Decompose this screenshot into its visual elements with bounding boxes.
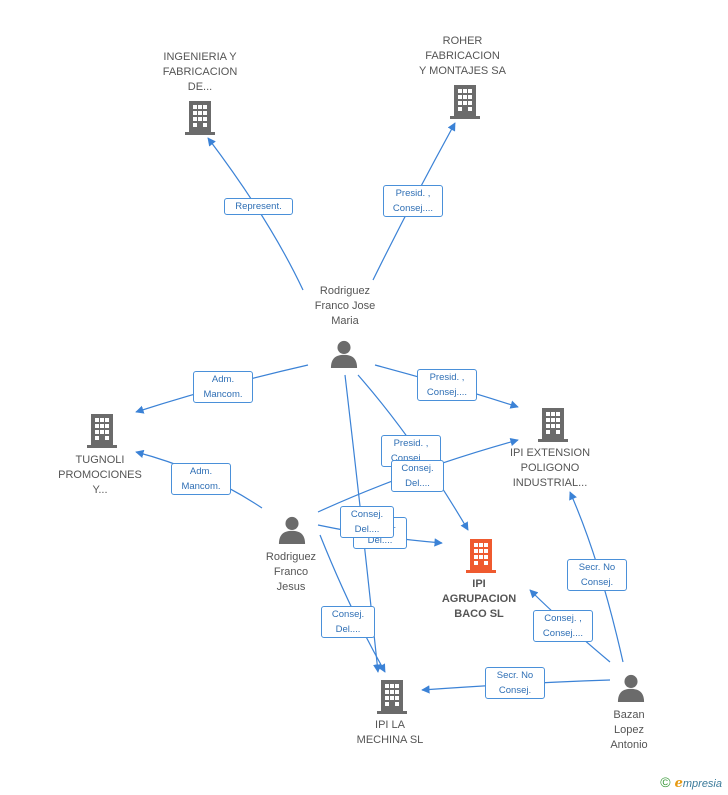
- edge-label-line: Consej.: [350, 509, 384, 520]
- edge-label-line: Consej.: [498, 685, 532, 696]
- edge-label-line: Consej....: [390, 453, 432, 464]
- label-line: Franco: [273, 566, 309, 578]
- company-building-icon[interactable]: [87, 414, 117, 448]
- edge-label-secr-no-consej[interactable]: Secr. No Consej.: [485, 667, 545, 699]
- edge-label-consej-consej[interactable]: Consej. , Consej....: [533, 610, 593, 642]
- label-line: Lopez: [614, 724, 644, 736]
- edge-label-line: Del....: [354, 524, 380, 535]
- label-line: Antonio: [610, 739, 648, 751]
- company-building-icon[interactable]: [538, 408, 568, 442]
- edge-label-consej-del[interactable]: Consej. Del....: [391, 460, 444, 492]
- edge-label-line: Consej.: [401, 463, 434, 474]
- company-building-icon[interactable]: [377, 680, 407, 714]
- label-line: FABRICACION: [425, 50, 500, 62]
- edge-label-consej-del[interactable]: Consej. Del....: [340, 506, 394, 538]
- edge-label-consej-del[interactable]: Consej. Del....: [321, 606, 375, 638]
- node-label-ipi-mechina[interactable]: IPI LA MECHINA SL: [335, 718, 445, 748]
- node-label-roher[interactable]: ROHER FABRICACION Y MONTAJES SA: [405, 34, 520, 79]
- edge-label-line: Del....: [367, 535, 393, 546]
- label-line: Y...: [92, 484, 108, 496]
- edge-label-line: Consej. ,: [544, 613, 582, 624]
- node-label-ipi-extension[interactable]: IPI EXTENSION POLIGONO INDUSTRIAL...: [495, 446, 605, 491]
- brand-initial: e: [674, 776, 683, 791]
- node-label-rodriguez-jose[interactable]: Rodriguez Franco Jose Maria: [290, 284, 400, 329]
- edge-label-line: Presid. ,: [395, 188, 431, 199]
- edge-label-line: Presid. ,: [429, 372, 465, 383]
- edge-label-line: Adm.: [211, 374, 235, 385]
- edge-label-line: Consej....: [542, 628, 584, 639]
- edge-label-line: Del....: [335, 624, 361, 635]
- label-line: Franco Jose: [314, 300, 376, 312]
- label-line: FABRICACION: [162, 66, 238, 78]
- label-line: AGRUPACION: [441, 593, 517, 605]
- brand-name: mpresia: [682, 778, 722, 790]
- node-label-rodriguez-jesus[interactable]: Rodriguez Franco Jesus: [236, 550, 346, 595]
- label-line: POLIGONO: [520, 462, 580, 474]
- company-building-icon[interactable]: [450, 85, 480, 119]
- node-label-tugnoli[interactable]: TUGNOLI PROMOCIONES Y...: [45, 453, 155, 498]
- edge-label-line: Adm.: [189, 466, 213, 477]
- label-line: ROHER: [442, 35, 483, 47]
- edge-label-line: Del....: [405, 478, 430, 489]
- company-building-highlight-icon[interactable]: [466, 539, 496, 573]
- edge-label-adm-mancom[interactable]: Adm. Mancom.: [171, 463, 231, 495]
- label-line: MECHINA SL: [356, 734, 424, 746]
- edge-label-line: Consej....: [426, 387, 468, 398]
- edge-label-line: Consej.: [580, 577, 614, 588]
- edge-line: [207, 137, 304, 291]
- edge-label-line: Consej.: [331, 609, 365, 620]
- label-line: INGENIERIA Y: [163, 51, 237, 63]
- edge-label-line: Mancom.: [203, 389, 243, 400]
- edge-label-presid-consej[interactable]: Presid. , Consej....: [383, 185, 443, 217]
- label-line: Rodriguez: [265, 551, 317, 563]
- edge-label-adm-mancom[interactable]: Adm. Mancom.: [193, 371, 253, 403]
- label-line: Jesus: [276, 581, 306, 593]
- edge-label-line: Secr. No: [496, 670, 534, 681]
- label-line: IPI LA: [375, 719, 405, 731]
- person-icon[interactable]: [330, 340, 358, 368]
- company-building-icon[interactable]: [185, 101, 215, 135]
- person-icon[interactable]: [278, 516, 306, 544]
- edge-label-secr-no-consej[interactable]: Secr. No Consej.: [567, 559, 627, 591]
- label-line: BACO SL: [454, 608, 504, 620]
- node-label-ipi-agrupacion[interactable]: IPI AGRUPACION BACO SL: [424, 577, 534, 622]
- edge-label-line: Secr. No: [578, 562, 616, 573]
- label-line: PROMOCIONES: [58, 469, 142, 481]
- edge-label-line: Mancom.: [181, 481, 221, 492]
- label-line: Bazan: [613, 709, 645, 721]
- edge-label-line: Represent.: [235, 201, 282, 212]
- label-line: Y MONTAJES SA: [418, 65, 506, 77]
- label-line: IPI EXTENSION: [509, 447, 591, 459]
- brand-logo: ©empresia: [660, 774, 722, 791]
- node-label-ingenieria[interactable]: INGENIERIA Y FABRICACION DE...: [145, 50, 255, 95]
- label-line: Maria: [331, 315, 359, 327]
- label-line: IPI: [472, 578, 486, 590]
- edge-label-line: Consej....: [392, 203, 434, 214]
- node-label-bazan[interactable]: Bazan Lopez Antonio: [574, 708, 684, 753]
- label-line: DE...: [187, 81, 213, 93]
- label-line: INDUSTRIAL...: [512, 477, 588, 489]
- edge-label-line: Presid. ,: [393, 438, 429, 449]
- label-line: TUGNOLI: [75, 454, 125, 466]
- label-line: Rodriguez: [319, 285, 371, 297]
- person-icon[interactable]: [617, 674, 645, 702]
- edge-label-represent[interactable]: Represent.: [224, 198, 293, 215]
- edge-label-presid-consej[interactable]: Presid. , Consej....: [417, 369, 477, 401]
- copyright-icon: ©: [660, 774, 671, 790]
